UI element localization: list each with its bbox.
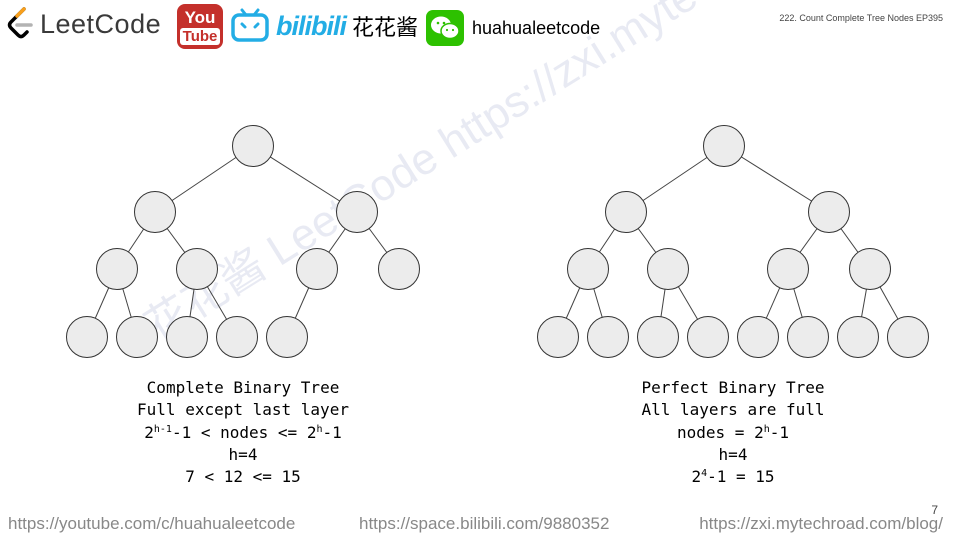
tree-node: [537, 316, 579, 358]
perfect-tree-caption: Perfect Binary Tree All layers are full …: [583, 377, 883, 488]
slide-title: 222. Count Complete Tree Nodes EP395: [779, 13, 943, 23]
channel-name: 花花酱: [352, 15, 419, 40]
tree-node: [296, 248, 338, 290]
caption-example: 24-1 = 15: [691, 467, 775, 487]
tree-node: [837, 316, 879, 358]
caption-definition: Full except last layer: [137, 400, 349, 420]
youtube-logo-bottom: Tube: [179, 28, 221, 45]
tree-node: [647, 248, 689, 290]
caption-definition: All layers are full: [641, 400, 825, 420]
tree-node: [116, 316, 158, 358]
tree-node: [66, 316, 108, 358]
caption-formula: 2h-1-1 < nodes <= 2h-1: [144, 422, 342, 442]
wechat-id: huahualeetcode: [472, 18, 601, 38]
caption-height: h=4: [718, 444, 748, 464]
caption-formula: nodes = 2h-1: [677, 422, 789, 442]
tree-node: [687, 316, 729, 358]
caption-example: 7 < 12 <= 15: [185, 467, 301, 487]
tree-node: [166, 316, 208, 358]
leetcode-logo-icon: [7, 7, 33, 39]
caption-title: Perfect Binary Tree: [641, 378, 825, 397]
tree-node: [849, 248, 891, 290]
footer-bilibili-link[interactable]: https://space.bilibili.com/9880352: [359, 514, 610, 533]
tree-node: [587, 316, 629, 358]
caption-title: Complete Binary Tree: [146, 378, 340, 397]
footer-blog-link[interactable]: https://zxi.mytechroad.com/blog/: [699, 514, 943, 533]
perfect-binary-tree: [537, 125, 929, 358]
tree-node: [737, 316, 779, 358]
tree-node: [134, 191, 176, 233]
tree-node: [605, 191, 647, 233]
tree-node: [232, 125, 274, 167]
tree-node: [703, 125, 745, 167]
youtube-logo-top: You: [184, 8, 216, 27]
complete-binary-tree: [66, 125, 420, 358]
bilibili-logo: bilibili 花花酱: [230, 8, 418, 44]
leetcode-logo: LeetCode: [6, 6, 161, 42]
tree-node: [808, 191, 850, 233]
tree-node: [787, 316, 829, 358]
tree-node: [767, 248, 809, 290]
tree-node: [96, 248, 138, 290]
youtube-logo-icon: You Tube: [177, 4, 223, 49]
bilibili-logo-text: bilibili: [276, 10, 347, 41]
wechat-logo-icon: [426, 10, 464, 46]
tree-node: [567, 248, 609, 290]
footer-youtube-link[interactable]: https://youtube.com/c/huahualeetcode: [8, 514, 296, 533]
tree-node: [887, 316, 929, 358]
tree-node: [378, 248, 420, 290]
tree-node: [176, 248, 218, 290]
tree-node: [637, 316, 679, 358]
tree-node: [216, 316, 258, 358]
tree-node: [336, 191, 378, 233]
leetcode-logo-text: LeetCode: [40, 8, 162, 39]
complete-tree-caption: Complete Binary Tree Full except last la…: [93, 377, 393, 488]
caption-height: h=4: [228, 444, 258, 464]
tree-node: [266, 316, 308, 358]
page-number: 7: [931, 503, 938, 517]
bilibili-tv-icon: [231, 8, 269, 42]
